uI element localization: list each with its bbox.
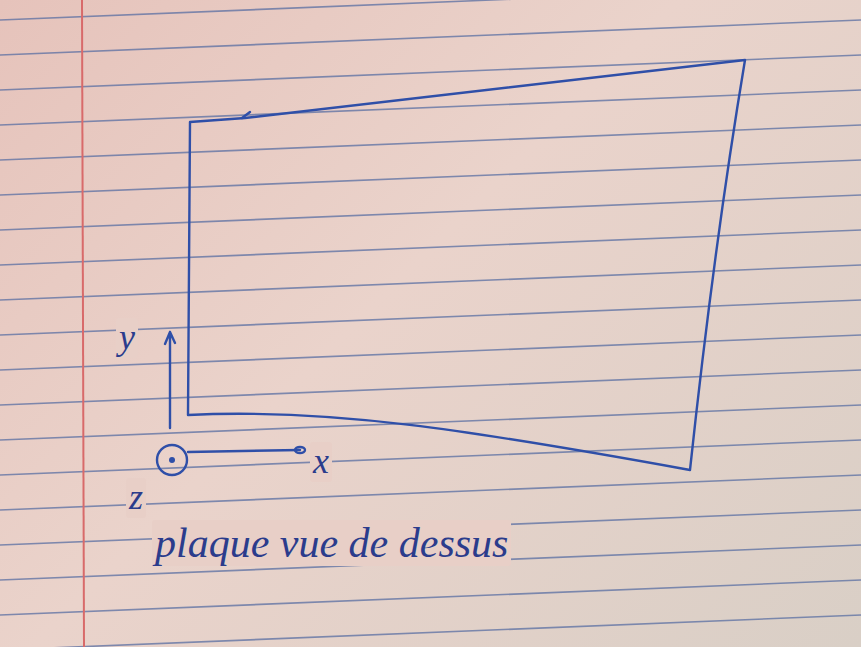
- pen-tick: [242, 112, 250, 118]
- plate-outline: [188, 60, 745, 470]
- x-axis-arrow: [188, 450, 300, 452]
- axis-label: z: [126, 478, 146, 518]
- x-axis-head: [295, 447, 305, 453]
- caption-note: plaque vue de dessus: [152, 520, 511, 566]
- axis-label: y: [116, 318, 138, 358]
- y-axis-arrow: [165, 332, 175, 428]
- margin-line: [82, 0, 84, 647]
- z-axis-dot: [169, 457, 175, 463]
- z-axis-circle: [157, 445, 187, 475]
- axis-label: x: [310, 442, 332, 482]
